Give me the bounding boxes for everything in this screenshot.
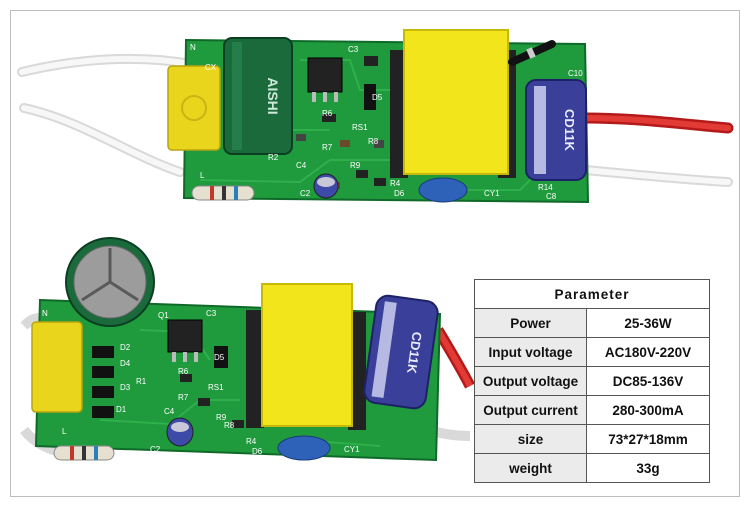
mosfet xyxy=(167,319,203,353)
capacitor-label: CD11K xyxy=(562,109,577,152)
svg-text:D6: D6 xyxy=(252,447,263,456)
svg-text:R8: R8 xyxy=(224,421,235,430)
table-row: Power 25-36W xyxy=(474,308,710,338)
pcb-mark-n: N xyxy=(190,43,196,52)
svg-text:RS1: RS1 xyxy=(352,123,368,132)
capacitor-brand: AISHI xyxy=(265,77,281,114)
row-value: 33g xyxy=(586,453,710,483)
svg-text:R9: R9 xyxy=(350,161,361,170)
svg-text:R4: R4 xyxy=(246,437,257,446)
transformer xyxy=(261,283,353,427)
row-value: DC85-136V xyxy=(586,366,710,396)
svg-text:D5: D5 xyxy=(214,353,225,362)
svg-text:D4: D4 xyxy=(120,359,131,368)
row-label: size xyxy=(474,424,587,454)
svg-text:N: N xyxy=(42,309,48,318)
svg-text:C2: C2 xyxy=(300,189,311,198)
row-value: 280-300mA xyxy=(586,395,710,425)
svg-text:D3: D3 xyxy=(120,383,131,392)
svg-text:C2: C2 xyxy=(150,445,161,454)
table-row: weight 33g xyxy=(474,453,710,483)
svg-text:C3: C3 xyxy=(348,45,359,54)
svg-text:R7: R7 xyxy=(178,393,189,402)
svg-text:C10: C10 xyxy=(568,69,583,78)
svg-text:R9: R9 xyxy=(216,413,227,422)
row-value: 73*27*18mm xyxy=(586,424,710,454)
bottom-board: CD11K N L Q1 C3 D2 D4 D3 D1 R6 R7 RS1 R8… xyxy=(20,237,475,462)
table-row: Output current 280-300mA xyxy=(474,395,710,425)
svg-text:C8: C8 xyxy=(546,192,557,201)
svg-text:R2: R2 xyxy=(268,153,279,162)
svg-text:R7: R7 xyxy=(322,143,333,152)
svg-text:D1: D1 xyxy=(116,405,127,414)
row-value: 25-36W xyxy=(586,308,710,338)
parameter-title: Parameter xyxy=(474,279,710,309)
svg-text:CX: CX xyxy=(205,63,217,72)
svg-text:R6: R6 xyxy=(178,367,189,376)
y-capacitor xyxy=(418,177,468,203)
row-label: Output voltage xyxy=(474,366,587,396)
svg-text:C4: C4 xyxy=(296,161,307,170)
svg-text:L: L xyxy=(62,427,67,436)
row-label: weight xyxy=(474,453,587,483)
svg-text:C3: C3 xyxy=(206,309,217,318)
table-row: Input voltage AC180V-220V xyxy=(474,337,710,367)
svg-text:R4: R4 xyxy=(390,179,401,188)
svg-text:CY1: CY1 xyxy=(484,189,500,198)
row-label: Input voltage xyxy=(474,337,587,367)
svg-text:D6: D6 xyxy=(394,189,405,198)
pcb-mark-l: L xyxy=(200,171,205,180)
transformer xyxy=(403,29,509,175)
svg-text:R8: R8 xyxy=(368,137,379,146)
table-row: Output voltage DC85-136V xyxy=(474,366,710,396)
svg-text:C4: C4 xyxy=(164,407,175,416)
svg-text:D5: D5 xyxy=(372,93,383,102)
row-label: Power xyxy=(474,308,587,338)
x-capacitor xyxy=(31,321,83,413)
svg-text:Q1: Q1 xyxy=(158,311,169,320)
y-capacitor xyxy=(277,435,331,461)
row-label: Output current xyxy=(474,395,587,425)
svg-text:CY1: CY1 xyxy=(344,445,360,454)
svg-text:R14: R14 xyxy=(538,183,553,192)
row-value: AC180V-220V xyxy=(586,337,710,367)
svg-text:RS1: RS1 xyxy=(208,383,224,392)
svg-text:R6: R6 xyxy=(322,109,333,118)
mosfet xyxy=(307,57,343,93)
top-board: AISHI CD11K N L xyxy=(17,29,734,204)
x-capacitor xyxy=(167,65,221,151)
parameter-table: Parameter Power 25-36W Input voltage AC1… xyxy=(474,279,710,483)
svg-text:D2: D2 xyxy=(120,343,131,352)
capacitor-label: CD11K xyxy=(404,331,425,375)
table-row: size 73*27*18mm xyxy=(474,424,710,454)
svg-text:R1: R1 xyxy=(136,377,147,386)
